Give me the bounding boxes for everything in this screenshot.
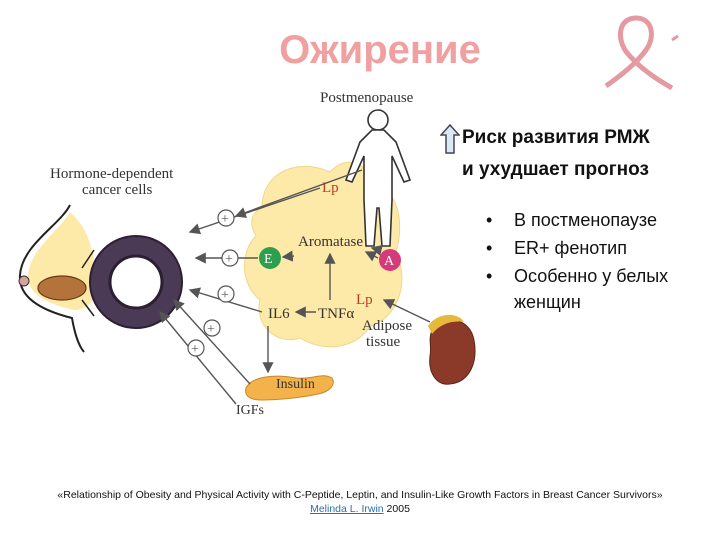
arrow-insulin-to-cells [173,298,251,385]
label-postmenopause: Postmenopause [320,90,414,106]
up-arrow-icon [440,124,460,154]
arrow-igfs-to-cells [159,310,237,405]
arrow-lp-to-cells [188,187,321,235]
human-figure-icon [344,109,412,247]
label-il6: IL6 [268,306,290,322]
zoom-connector [81,249,95,317]
citation-byline: Melinda L. Irwin 2005 [8,502,712,516]
citation-year: 2005 [386,503,410,515]
label-leptin-mid: Lp [356,292,373,308]
nipple [18,275,30,287]
plus-sign: + [225,252,233,267]
plus-sign: + [221,288,229,303]
androgen-label: A [384,254,395,269]
kidney-organ-shape [429,319,476,385]
label-aromatase: Aromatase [298,234,363,250]
citation-author-link[interactable]: Melinda L. Irwin [310,503,384,515]
label-adipose-2: tissue [366,334,401,350]
arrow-body-to-adipose [370,244,383,256]
androgen-circle [379,249,401,271]
bullet-item: ER+ фенотип [484,234,668,262]
label-cancer-cells-2: cancer cells [82,182,153,198]
risk-statement: Риск развития РМЖ и ухудшает прогноз [440,122,650,186]
arrow-kidney-to-lp [382,299,431,323]
plus-markers [187,209,239,357]
adipose-tissue-shape [243,161,403,348]
label-igfs: IGFs [236,403,264,418]
risk-line-1: Риск развития РМЖ [462,127,650,148]
bullet-item-continuation: женщин [514,292,581,312]
label-cancer-cells-1: Hormone-dependent [50,166,174,182]
arrow-body-to-lp [234,169,363,218]
pink-ribbon-icon [604,15,679,91]
arrow-a-to-aromatase [364,251,379,262]
tumor-cluster [37,275,87,301]
label-adipose-1: Adipose [362,318,412,334]
pancreas-shape [245,375,334,401]
bullet-list: В постменопаузе ER+ фенотип Особенно у б… [484,206,668,314]
plus-sign: + [207,322,215,337]
bullet-item: Особенно у белых [484,262,668,290]
bullet-item: В постменопаузе [484,206,668,234]
label-leptin-top: Lp [322,180,339,196]
plus-sign: + [221,212,229,227]
breast-outline [18,204,85,353]
slide-title: Ожирение [279,28,481,72]
risk-line-2: и ухудшает прогноз [462,159,649,180]
estrogen-circle [259,247,281,269]
label-tnf: TNFα [318,306,354,322]
citation: «Relationship of Obesity and Physical Ac… [8,488,712,516]
plus-sign: + [191,342,199,357]
estrogen-label: E [264,252,273,267]
arrow-aromatase-to-e [281,250,295,262]
kidney-fat-cap [428,314,464,334]
cancer-cells-inner [108,254,164,310]
citation-title: «Relationship of Obesity and Physical Ac… [57,489,663,501]
label-insulin: Insulin [276,377,315,392]
